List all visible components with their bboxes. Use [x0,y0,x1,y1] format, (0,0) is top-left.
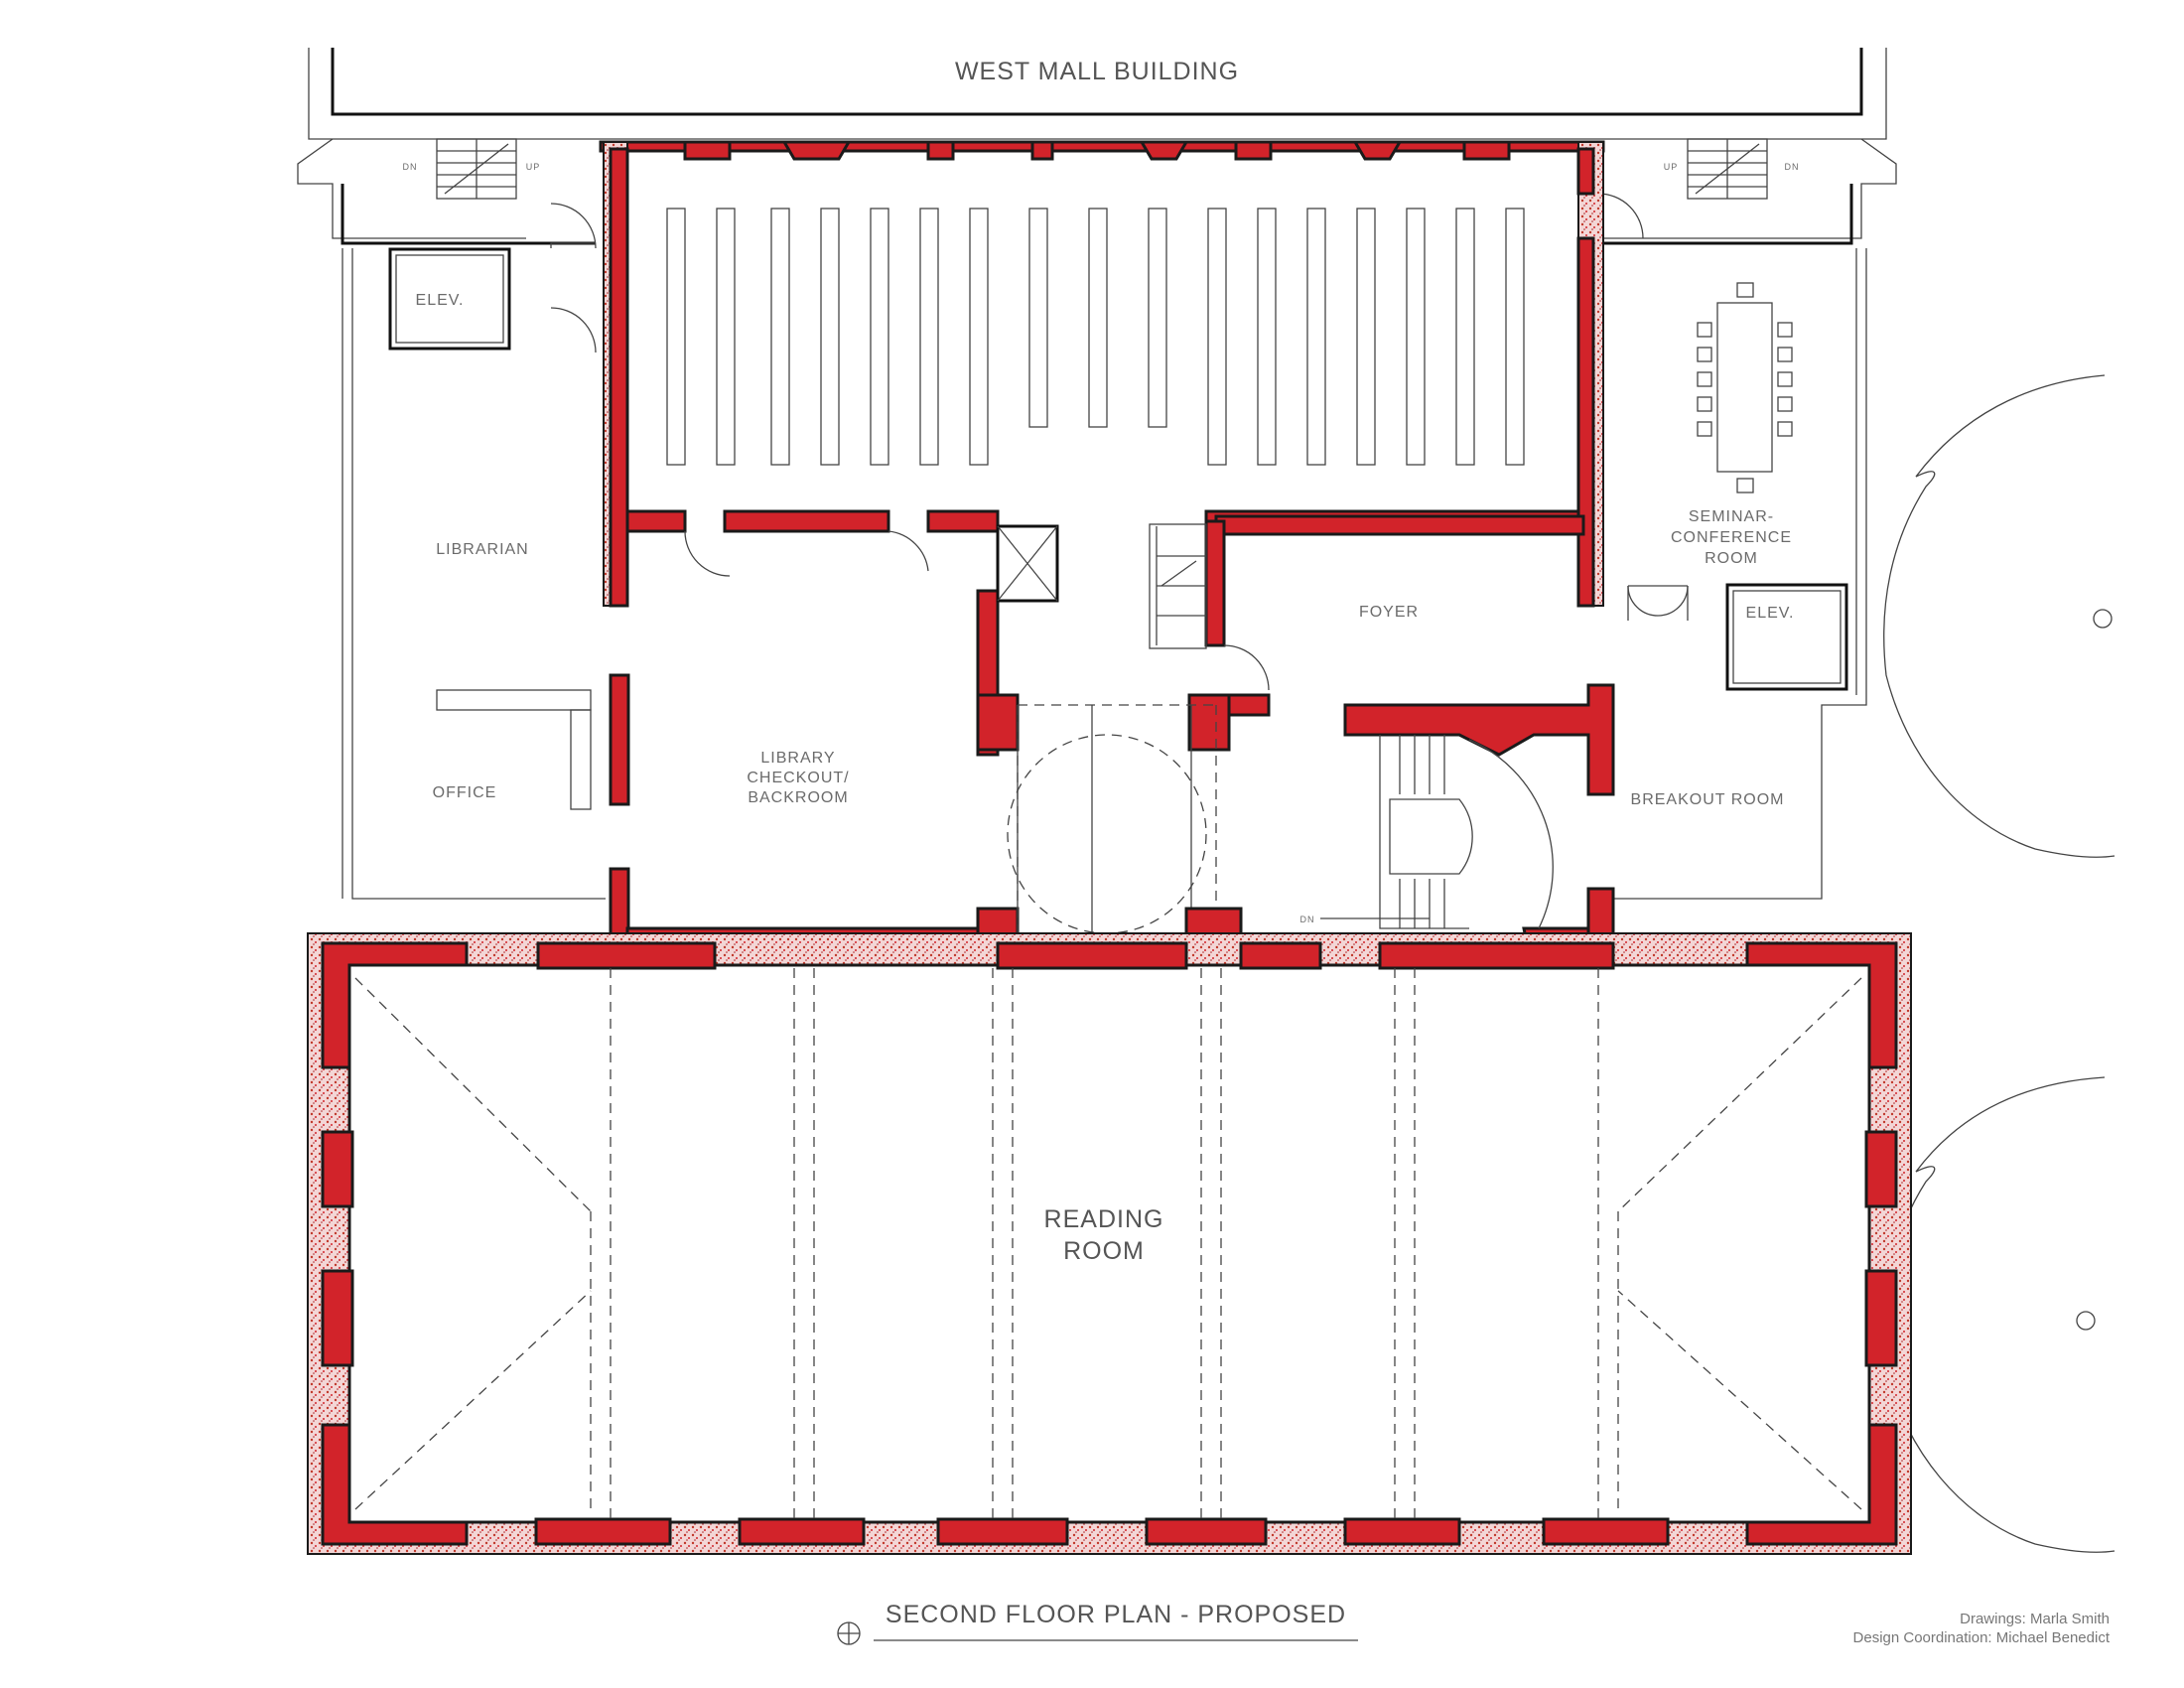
checkout-label-1: LIBRARY [760,750,835,767]
main-stair: DN [1300,683,1615,970]
stacks-room-walls [603,141,1604,647]
reading-room-label-1: READING [1044,1205,1164,1233]
west-stair-up: UP [526,162,541,172]
main-stair-dn: DN [1300,914,1315,924]
east-stair-dn: DN [1785,162,1800,172]
north-wall-piers [599,140,1605,161]
breakout-label: BREAKOUT ROOM [1631,791,1785,808]
reading-room-label-2: ROOM [1063,1237,1145,1265]
core-walls [976,514,1585,757]
west-wing-outline: ELEV. [297,138,606,900]
room-labels: LIBRARIAN OFFICE LIBRARY CHECKOUT/ BACKR… [433,508,1792,808]
checkout-label-3: BACKROOM [748,789,848,806]
west-elevator-label: ELEV. [416,292,465,309]
conference-table [1697,282,1793,493]
reading-room: READING ROOM [307,932,1912,1555]
foyer-label: FOYER [1359,604,1419,621]
stack-shelves [666,208,1525,466]
title-block: SECOND FLOOR PLAN - PROPOSED Drawings: M… [837,1601,2111,1646]
west-mall-building-label: WEST MALL BUILDING [955,58,1239,85]
seminar-label-1: SEMINAR- [1689,508,1774,525]
coordination-credit: Design Coordination: Michael Benedict [1853,1629,2111,1646]
tree-outlines [1883,374,2116,1553]
seminar-label-2: CONFERENCE [1671,529,1792,546]
plan-title: SECOND FLOOR PLAN - PROPOSED [886,1601,1346,1628]
east-elevator-label: ELEV. [1746,605,1795,622]
east-stair: UP DN [1664,138,1800,200]
librarian-label: LIBRARIAN [436,541,528,558]
west-stair: DN UP [403,138,541,200]
drawings-credit: Drawings: Marla Smith [1960,1611,2110,1627]
west-stair-dn: DN [403,162,418,172]
office-walls [436,530,1020,960]
office-label: OFFICE [433,784,497,801]
east-wing-outline: ELEV. [1597,138,1897,900]
checkout-label-2: CHECKOUT/ [747,770,849,786]
west-mall-building: WEST MALL BUILDING [308,48,1887,140]
seminar-label-3: ROOM [1705,550,1758,567]
east-stair-up: UP [1664,162,1679,172]
